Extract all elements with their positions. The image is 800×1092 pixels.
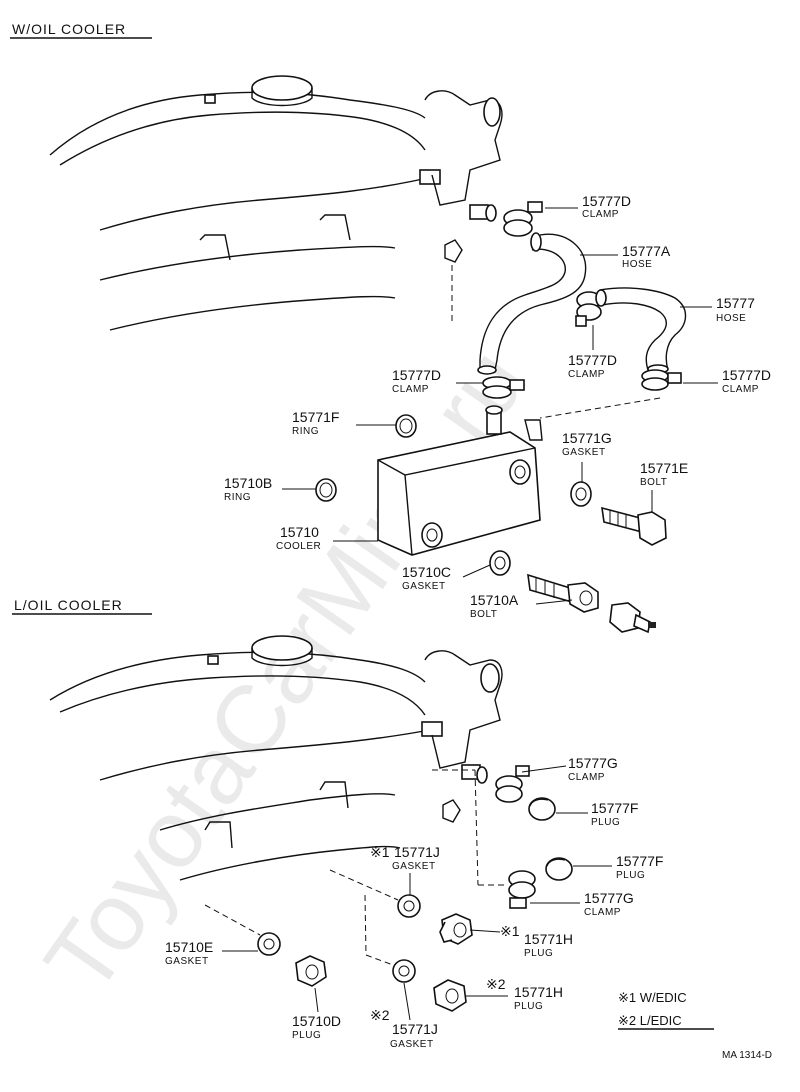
part-name-ring: RING [224, 492, 251, 503]
sensor-icon [609, 602, 656, 634]
part-number-15771h: 15771H [524, 931, 573, 947]
plug-cap-icon [545, 857, 573, 881]
part-number-15777a: 15777A [622, 243, 671, 259]
section-title-w-oil-cooler: W/OIL COOLER [12, 21, 126, 37]
part-name-gasket: GASKET [165, 956, 209, 967]
ring-15771f-icon [395, 414, 417, 438]
part-mark-note-2: ※2 [370, 1007, 390, 1023]
part-name-clamp: CLAMP [722, 384, 759, 395]
oil-cooler-icon [377, 405, 543, 556]
section-title-l-oil-cooler: L/OIL COOLER [14, 597, 123, 613]
leader-dash-clamp [539, 397, 661, 419]
bolt-15771e-icon [601, 506, 667, 546]
leader-lines-bottom [222, 765, 612, 1021]
water-outlet-housing-bottom [424, 650, 505, 886]
plug-bolt-icon [433, 979, 467, 1012]
part-number-15777d: 15777D [582, 193, 631, 209]
part-name-cooler: COOLER [276, 541, 321, 552]
part-number-15777d: 15777D [392, 367, 441, 383]
ring-15710b-icon [315, 478, 337, 502]
part-number-15771j: 15771J [394, 844, 440, 860]
part-name-clamp: CLAMP [584, 907, 621, 918]
part-number-15771h: 15771H [514, 984, 563, 1000]
part-name-gasket: GASKET [562, 447, 606, 458]
part-name-clamp: CLAMP [568, 369, 605, 380]
water-outlet-housing-top [424, 90, 503, 325]
part-mark-note-2: ※2 [486, 976, 506, 992]
part-name-plug: PLUG [514, 1001, 543, 1012]
gasket-15710e-icon [257, 932, 281, 956]
part-name-plug: PLUG [616, 870, 645, 881]
legend-note-2: ※2 L/EDIC [618, 1013, 682, 1028]
plug-bolt-icon [439, 913, 473, 945]
part-number-15777: 15777 [716, 295, 755, 311]
part-number-15777d: 15777D [568, 352, 617, 368]
part-name-bolt: BOLT [640, 477, 667, 488]
part-name-plug: PLUG [524, 948, 553, 959]
clamp-icon [503, 201, 543, 237]
part-name-clamp: CLAMP [568, 772, 605, 783]
part-number-15771f: 15771F [292, 409, 339, 425]
legend-note-1: ※1 W/EDIC [618, 990, 687, 1005]
part-number-15771e: 15771E [640, 460, 688, 476]
bolt-15710a-icon [527, 573, 599, 613]
engine-block-top [49, 75, 441, 331]
part-number-15771g: 15771G [562, 430, 612, 446]
part-name-hose: HOSE [622, 259, 652, 270]
watermark: ToyotaCarMine.ru [25, 330, 547, 1012]
part-number-15771j: 15771J [392, 1021, 438, 1037]
part-name-clamp: CLAMP [582, 209, 619, 220]
part-name-clamp: CLAMP [392, 384, 429, 395]
part-name-gasket: GASKET [392, 861, 436, 872]
part-number-15710e: 15710E [165, 939, 213, 955]
part-name-gasket: GASKET [402, 581, 446, 592]
part-number-15777f: 15777F [616, 853, 663, 869]
hose-15777-icon [595, 287, 687, 374]
part-number-15777f: 15777F [591, 800, 638, 816]
part-name-plug: PLUG [292, 1030, 321, 1041]
part-name-bolt: BOLT [470, 609, 497, 620]
part-number-15777d: 15777D [722, 367, 771, 383]
part-mark-note-1: ※1 [500, 923, 520, 939]
part-number-15710a: 15710A [470, 592, 519, 608]
part-name-gasket: GASKET [390, 1039, 434, 1050]
gasket-15771j-icon [397, 894, 421, 918]
leader-lines-top [282, 207, 718, 605]
part-number-15710d: 15710D [292, 1013, 341, 1029]
gasket-15771j-icon [392, 959, 416, 983]
part-name-ring: RING [292, 426, 319, 437]
part-mark-note-1: ※1 [370, 844, 390, 860]
clamp-icon [495, 765, 530, 803]
plug-cap-icon [528, 797, 556, 821]
part-number-15777g: 15777G [568, 755, 618, 771]
part-number-15710c: 15710C [402, 564, 451, 580]
gasket-15710c-icon [489, 550, 511, 576]
clamp-icon [508, 870, 536, 909]
hose-15777a-icon [477, 232, 587, 375]
part-name-plug: PLUG [591, 817, 620, 828]
plug-bolt-icon [295, 955, 327, 987]
part-number-15710b: 15710B [224, 475, 272, 491]
part-number-15777g: 15777G [584, 890, 634, 906]
figure-code: MA 1314-D [722, 1050, 772, 1061]
part-number-15710: 15710 [280, 524, 319, 540]
gasket-15771g-icon [570, 481, 592, 507]
clamp-icon [641, 369, 682, 391]
engine-block-bottom [49, 635, 443, 881]
part-name-hose: HOSE [716, 313, 746, 324]
